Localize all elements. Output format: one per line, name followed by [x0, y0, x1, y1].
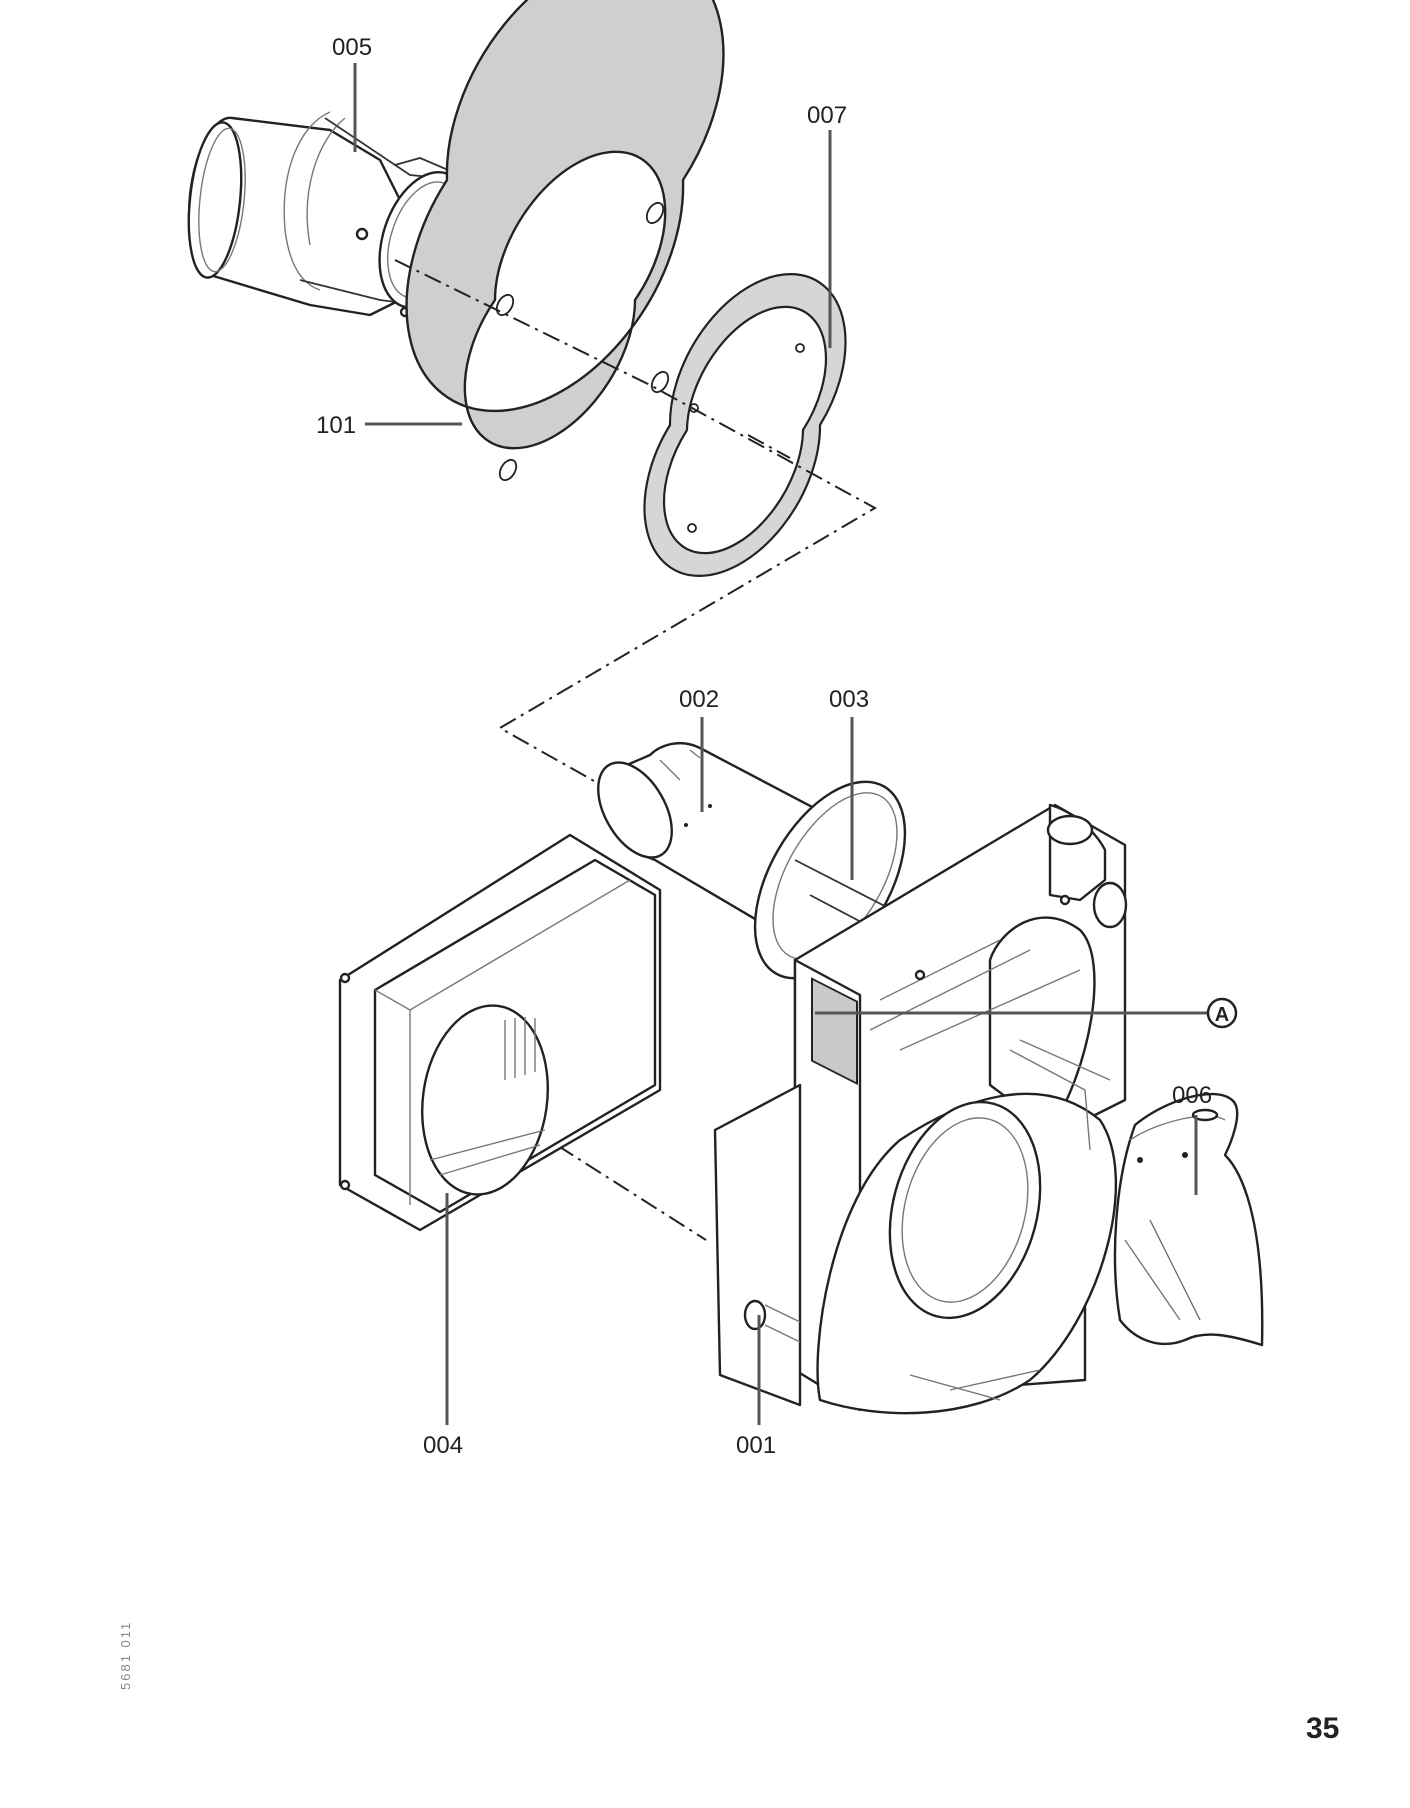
page-number: 35: [1306, 1712, 1340, 1745]
label-007: 007: [807, 102, 847, 129]
label-101: 101: [316, 412, 356, 439]
callout-A-label: A: [1215, 1004, 1229, 1026]
part-001-housing: [713, 803, 1128, 1415]
part-004-inlet-housing: [338, 833, 662, 1232]
part-007-flange-ring: [643, 273, 847, 577]
drawing-code: 5681 011: [118, 1620, 133, 1690]
callout-circle: [1206, 997, 1238, 1029]
label-003: 003: [829, 686, 869, 713]
label-005: 005: [332, 34, 372, 61]
part-labels: 005 007 101 002 003 004 001 006: [316, 34, 1212, 1459]
label-004: 004: [423, 1432, 463, 1459]
leader-lines: [353, 63, 1207, 1425]
part-006-air-damper: [1113, 1092, 1264, 1347]
part-101-gasket: [405, 0, 725, 482]
label-001: 001: [736, 1432, 776, 1459]
label-002: 002: [679, 686, 719, 713]
callout-A: A: [1206, 997, 1238, 1029]
label-006: 006: [1172, 1082, 1212, 1109]
